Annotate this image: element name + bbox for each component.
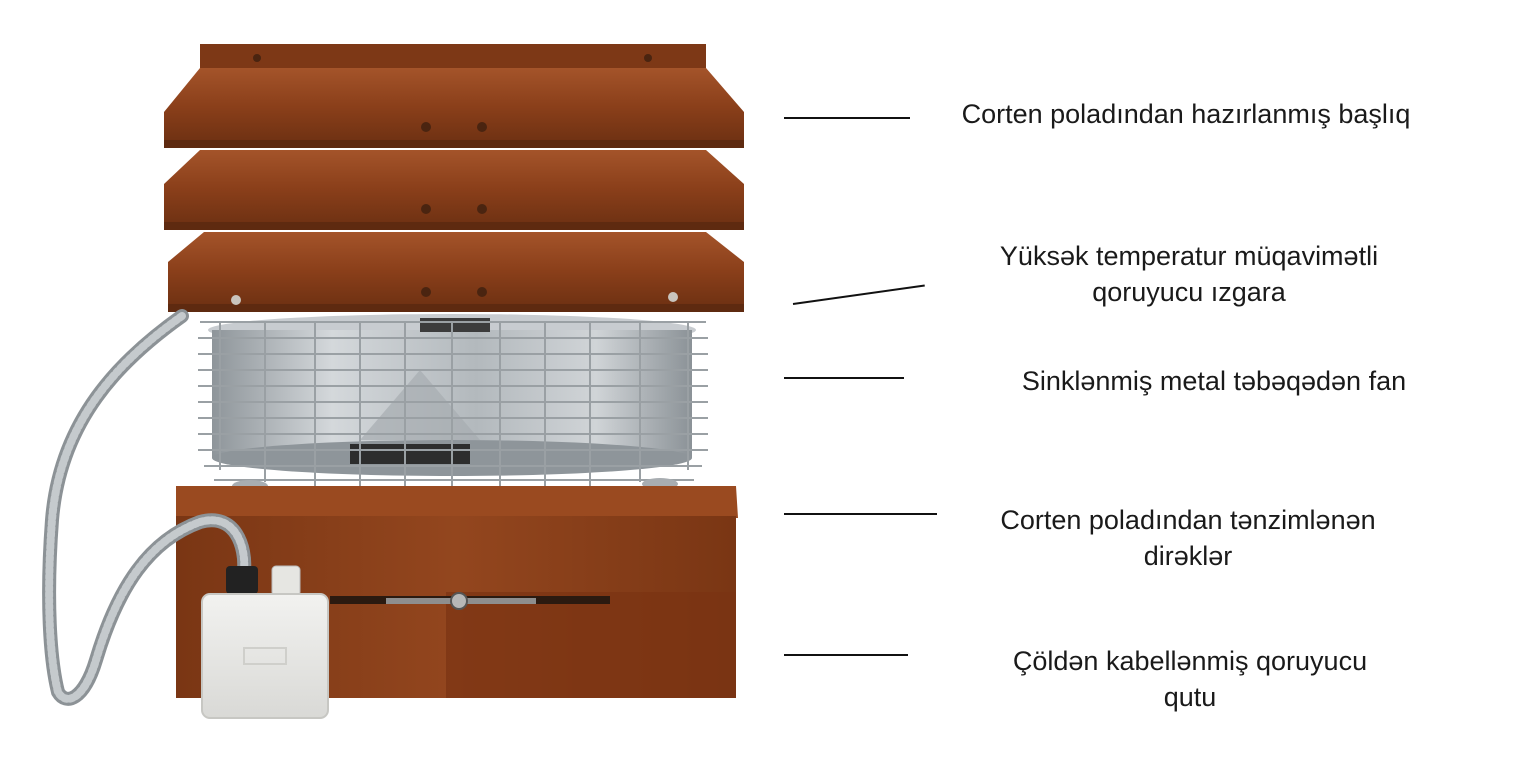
leader-line-grille: [792, 284, 925, 305]
callout-grille-label: Yüksək temperatur müqavimətli qoruyucu ı…: [966, 238, 1412, 310]
leader-line-fan: [784, 377, 904, 379]
callout-box-label: Çöldən kabellənmiş qoruyucu qutu: [980, 643, 1400, 715]
leader-line-legs: [784, 513, 937, 515]
protective-grille: [198, 321, 708, 490]
leader-line-hood: [784, 117, 910, 119]
callout-legs-line-2: dirəklər: [1143, 541, 1233, 571]
hood: [164, 44, 744, 312]
callout-box-line-1: Çöldən kabellənmiş qoruyucu: [1012, 646, 1368, 676]
callout-grille-line-1: Yüksək temperatur müqavimətli: [999, 241, 1379, 271]
callout-box-line-2: qutu: [1163, 682, 1217, 712]
leader-line-box: [784, 654, 908, 656]
callout-fan-label: Sinklənmiş metal təbəqədən fan: [992, 363, 1436, 399]
callout-hood-line-1: Corten poladından hazırlanmış başlıq: [961, 99, 1411, 129]
callout-legs-line-1: Corten poladından tənzimlənən: [1000, 505, 1376, 535]
callout-fan-line-1: Sinklənmiş metal təbəqədən fan: [1021, 366, 1407, 396]
chimney-fan-illustration: [42, 44, 744, 719]
callout-legs-label: Corten poladından tənzimlənən dirəklər: [968, 502, 1408, 574]
callout-hood-label: Corten poladından hazırlanmış başlıq: [936, 96, 1436, 132]
callout-grille-line-2: qoruyucu ızgara: [1092, 277, 1286, 307]
junction-box-icon: [201, 565, 329, 719]
flexible-conduit-icon: [42, 309, 252, 706]
